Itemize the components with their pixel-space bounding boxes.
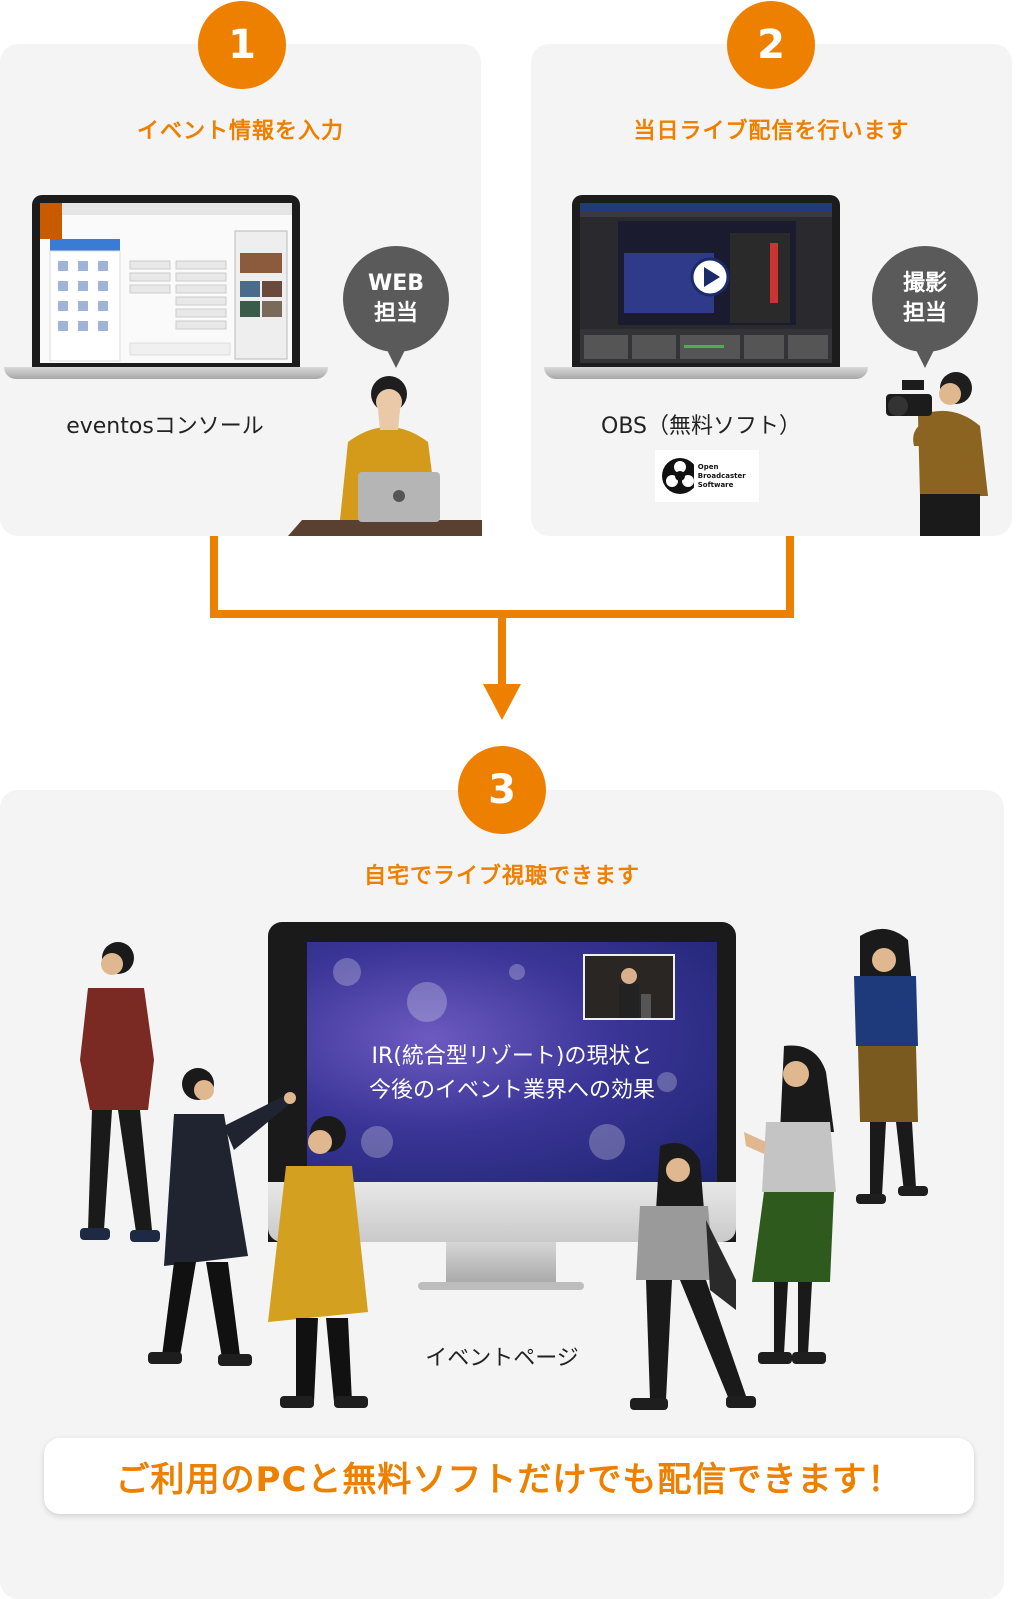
- apple-logo-icon: [393, 490, 405, 502]
- connector-left: [210, 536, 218, 618]
- step3-caption: イベントページ: [425, 1346, 579, 1371]
- step3-title: 自宅でライブ視聴できます: [363, 864, 640, 889]
- monitor-screen: IR(統合型リゾート)の現状と 今後のイベント業界への効果: [307, 942, 717, 1182]
- presenter-inset: [583, 954, 675, 1020]
- web-staff-bubble: WEB 担当: [343, 246, 449, 368]
- eventos-laptop: [4, 195, 328, 385]
- laptop-base: [4, 367, 328, 379]
- step2-number: 2: [727, 1, 815, 89]
- step2-caption: OBS（無料ソフト）: [601, 414, 801, 439]
- web-staff-line1: WEB: [367, 271, 425, 296]
- connector-right: [786, 536, 794, 618]
- person-red-shirt-illustration: [80, 942, 160, 1242]
- desk-icon: [288, 520, 482, 536]
- connector-down: [498, 610, 506, 690]
- person-blue-top-illustration: [854, 928, 928, 1204]
- obs-screen: [580, 203, 832, 363]
- cameraman-illustration: [886, 372, 988, 536]
- arrow-down-icon: [483, 684, 521, 720]
- obs-logo-text1: Open Broadcaster: [697, 462, 746, 480]
- web-staff-person-illustration: [288, 376, 482, 536]
- bottom-banner: ご利用のPCと無料ソフトだけでも配信できます！: [44, 1438, 974, 1514]
- monitor-stand: [446, 1242, 556, 1284]
- obs-logo-text2: Software: [697, 480, 734, 489]
- person-grey-top-illustration: [630, 1143, 756, 1410]
- screen-sparkle-graphic: [333, 958, 677, 1160]
- person-yellow-coat-illustration: [268, 1116, 368, 1408]
- person-green-skirt-illustration: [744, 1045, 836, 1364]
- banner-text: ご利用のPCと無料ソフトだけでも配信できます！: [115, 1459, 903, 1500]
- monitor-title-line1: IR(統合型リゾート)の現状と: [371, 1044, 653, 1069]
- web-staff-line2: 担当: [373, 301, 418, 326]
- obs-laptop: [544, 195, 868, 385]
- obs-logo: Open Broadcaster Software: [655, 450, 759, 502]
- monitor-title-line2: 今後のイベント業界への効果: [368, 1078, 655, 1103]
- step1-number: 1: [198, 1, 286, 89]
- eventos-console-screen: [40, 203, 292, 363]
- console-ui-graphic: [40, 203, 292, 362]
- camera-staff-line1: 撮影: [902, 271, 947, 296]
- laptop-base: [544, 367, 868, 379]
- step1-caption: eventosコンソール: [66, 414, 264, 439]
- camera-staff-bubble: 撮影 担当: [872, 246, 978, 368]
- step1-title: イベント情報を入力: [136, 119, 344, 144]
- step2-title: 当日ライブ配信を行います: [633, 119, 910, 144]
- obs-logo-icon: [662, 458, 694, 494]
- obs-ui-graphic: [580, 203, 832, 363]
- step3-number: 3: [458, 746, 546, 834]
- camera-staff-line2: 担当: [902, 301, 947, 326]
- monitor-foot: [418, 1282, 584, 1290]
- person-black-coat-illustration: [148, 1068, 296, 1366]
